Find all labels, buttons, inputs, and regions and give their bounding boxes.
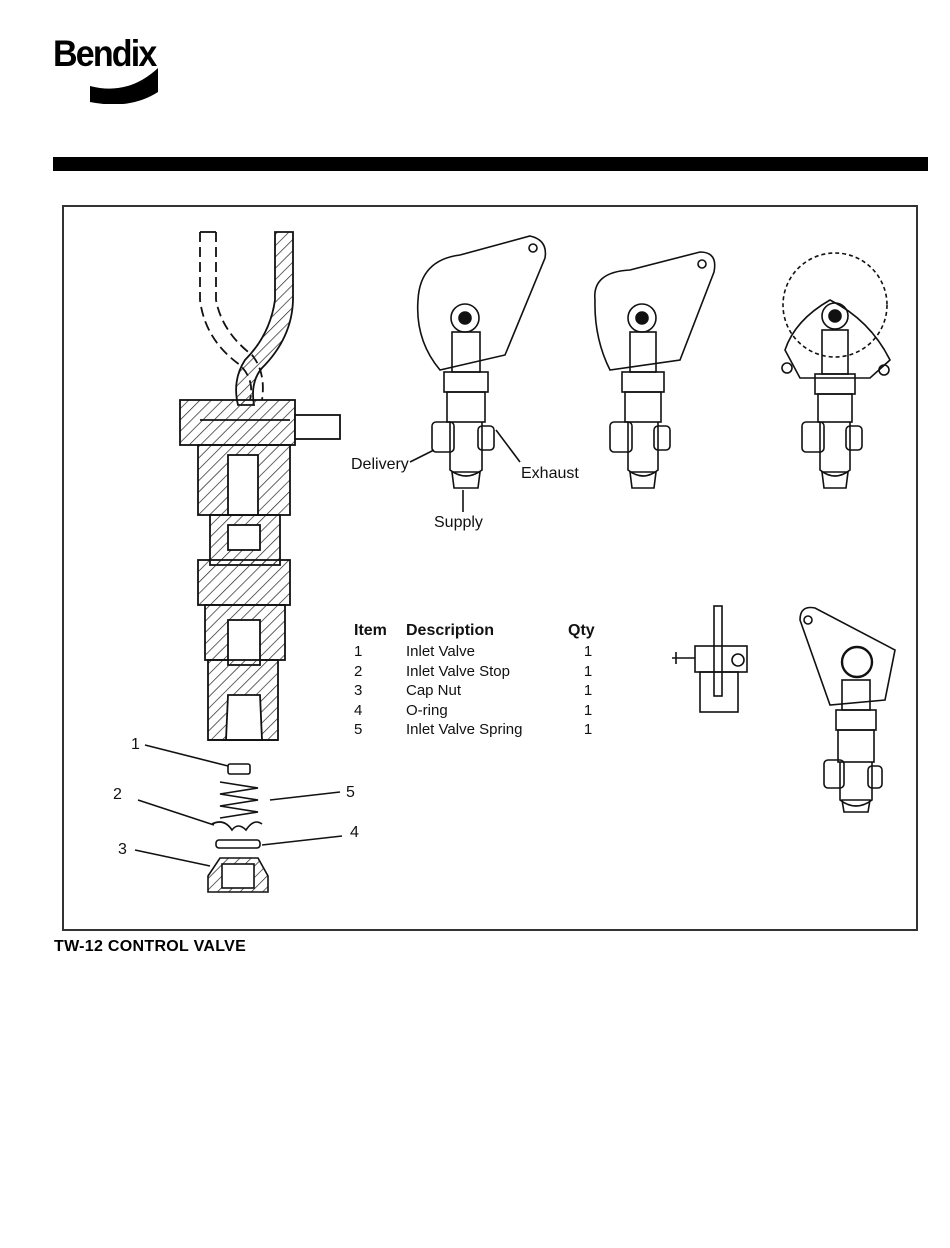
row-item: 3 <box>354 682 406 702</box>
row-description: Inlet Valve <box>406 643 568 663</box>
header-qty: Qty <box>568 622 608 643</box>
callout-3: 3 <box>118 841 127 859</box>
parts-header-row: Item Description Qty <box>354 622 608 643</box>
delivery-port-label: Delivery <box>351 456 409 474</box>
row-qty: 1 <box>568 663 608 683</box>
header-item: Item <box>354 622 406 643</box>
table-row: 4 O-ring 1 <box>354 702 608 722</box>
table-row: 3 Cap Nut 1 <box>354 682 608 702</box>
callout-2: 2 <box>113 786 122 804</box>
row-description: O-ring <box>406 702 568 722</box>
row-description: Inlet Valve Spring <box>406 721 568 741</box>
valve-side-view <box>672 606 747 712</box>
table-row: 1 Inlet Valve 1 <box>354 643 608 663</box>
callout-4: 4 <box>350 824 359 842</box>
exhaust-port-label: Exhaust <box>521 465 579 483</box>
row-qty: 1 <box>568 721 608 741</box>
exploded-parts <box>135 745 342 892</box>
table-row: 5 Inlet Valve Spring 1 <box>354 721 608 741</box>
callout-1: 1 <box>131 736 140 754</box>
callout-5: 5 <box>346 784 355 802</box>
header-description: Description <box>406 622 568 643</box>
row-qty: 1 <box>568 702 608 722</box>
valve-view-4 <box>800 608 895 813</box>
valve-view-3 <box>782 253 890 488</box>
table-row: 2 Inlet Valve Stop 1 <box>354 663 608 683</box>
row-item: 2 <box>354 663 406 683</box>
valve-view-2 <box>595 252 715 488</box>
row-qty: 1 <box>568 682 608 702</box>
figure-caption: TW-12 CONTROL VALVE <box>54 938 246 956</box>
row-description: Inlet Valve Stop <box>406 663 568 683</box>
row-item: 4 <box>354 702 406 722</box>
cross-section-view <box>180 232 340 740</box>
row-qty: 1 <box>568 643 608 663</box>
row-item: 1 <box>354 643 406 663</box>
parts-list: Item Description Qty 1 Inlet Valve 1 2 I… <box>354 622 608 741</box>
row-description: Cap Nut <box>406 682 568 702</box>
row-item: 5 <box>354 721 406 741</box>
parts-table: Item Description Qty 1 Inlet Valve 1 2 I… <box>354 622 608 741</box>
supply-port-label: Supply <box>434 514 483 532</box>
